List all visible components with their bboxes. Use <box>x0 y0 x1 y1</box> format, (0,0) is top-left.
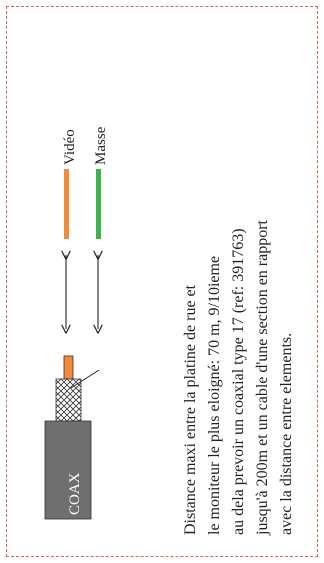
coax-cable: COAX <box>44 355 100 520</box>
description-line-1: Distance maxi entre la platine de rue et <box>182 284 199 535</box>
legend-masse-swatch <box>96 169 101 239</box>
description-line-2: le moniteur le plus eloigné: 70 m, 9/10i… <box>206 256 223 535</box>
core-pointer-line <box>70 369 100 389</box>
legend-masse-label: Masse <box>93 126 109 165</box>
description-text: Distance maxi entre la platine de rue et… <box>182 219 295 536</box>
cable-jacket <box>44 420 92 520</box>
wiring-diagram: Vidéo Masse COAX Distance maxi entre la … <box>44 126 295 536</box>
cable-label: COAX <box>67 472 83 515</box>
diagram-frame: Vidéo Masse COAX Distance maxi entre la … <box>6 6 318 557</box>
legend-video-label: Vidéo <box>62 129 78 165</box>
cable-core <box>63 355 74 380</box>
description-line-3: au dela prevoir un coaxial type 17 (ref:… <box>230 228 247 535</box>
cable-braid <box>55 378 82 422</box>
description-line-4: jusqu'à 200m et un cable d'une section e… <box>254 219 271 536</box>
legend-video-swatch <box>64 169 69 239</box>
description-line-5: avec la distance entre elements. <box>278 333 295 535</box>
